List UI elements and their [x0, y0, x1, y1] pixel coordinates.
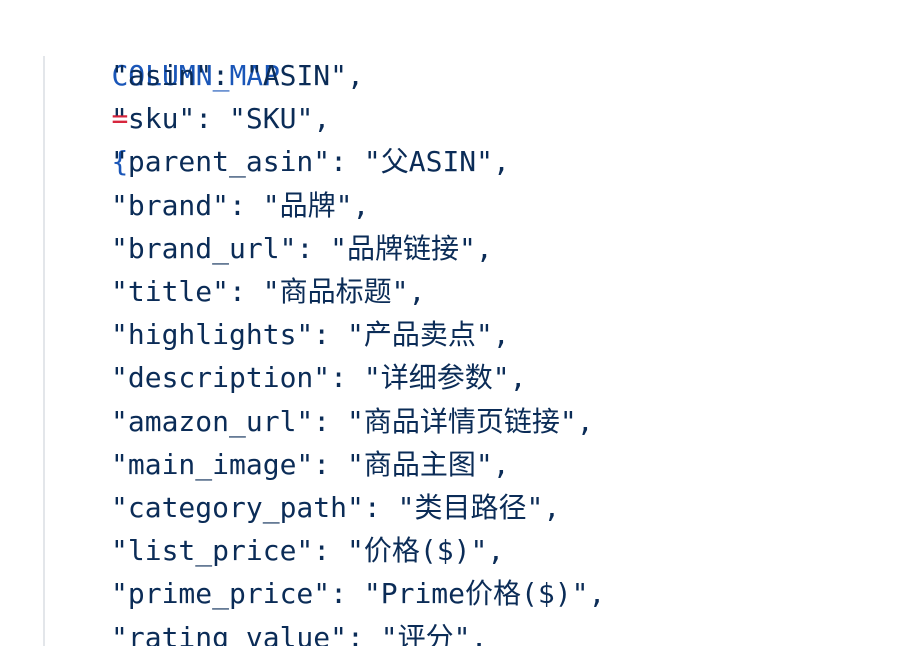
dict-value: "商品标题": [262, 275, 409, 308]
dict-value: "详细参数": [363, 361, 510, 395]
dict-key: "title": [111, 275, 230, 308]
dict-key: "parent_asin": [111, 145, 331, 179]
dict-value: "商品主图": [347, 447, 493, 481]
dict-value: "ASIN": [245, 59, 348, 92]
code-line-entry: "amazon_url": "商品详情页链接",: [111, 400, 594, 443]
indent-guide: [43, 56, 45, 646]
trailing-comma: ,: [543, 491, 561, 524]
trailing-comma: ,: [493, 145, 510, 179]
code-line-entry: "list_price": "价格($)",: [111, 529, 504, 572]
dict-key: "asin": [111, 59, 213, 92]
dict-value: "价格($)": [347, 534, 488, 568]
key-value-separator: :: [229, 275, 263, 308]
code-line-entry: "brand_url": "品牌链接",: [111, 227, 493, 270]
key-value-separator: :: [212, 59, 246, 92]
key-value-separator: :: [195, 102, 230, 136]
dict-value: "父ASIN": [363, 145, 494, 179]
dict-key: "prime_price": [111, 577, 331, 611]
variable-name: COLUMN_MAP: [111, 59, 281, 92]
trailing-comma: ,: [313, 102, 331, 136]
key-value-separator: :: [330, 145, 364, 179]
trailing-comma: ,: [492, 447, 510, 481]
key-value-separator: :: [347, 620, 381, 646]
dict-key: "highlights": [111, 318, 314, 352]
key-value-separator: :: [229, 188, 263, 222]
code-line-entry: "prime_price": "Prime价格($)",: [111, 572, 605, 615]
trailing-comma: ,: [470, 620, 488, 646]
key-value-separator: :: [313, 447, 348, 481]
dict-key: "main_image": [111, 447, 314, 481]
code-line-header: COLUMN_MAP = {: [44, 11, 280, 178]
dict-key: "rating_value": [111, 620, 348, 646]
dict-value: "评分": [380, 620, 471, 646]
trailing-comma: ,: [492, 318, 510, 352]
code-line-entry: "sku": "SKU",: [111, 97, 330, 140]
key-value-separator: :: [330, 361, 364, 395]
dict-value: "产品卖点": [347, 318, 493, 352]
code-line-entry: "brand": "品牌",: [111, 184, 369, 227]
dict-key: "sku": [111, 102, 196, 136]
trailing-comma: ,: [347, 59, 364, 92]
dict-value: "Prime价格($)": [363, 577, 589, 611]
code-line-entry: "description": "详细参数",: [111, 356, 526, 399]
dict-value: "SKU": [229, 102, 314, 136]
code-line-entry: "highlights": "产品卖点",: [111, 313, 510, 356]
key-value-separator: :: [313, 534, 348, 568]
dict-key: "list_price": [111, 534, 314, 568]
code-line-entry: "main_image": "商品主图",: [111, 443, 510, 486]
key-value-separator: :: [330, 577, 364, 611]
dict-key: "amazon_url": [111, 404, 314, 438]
code-line-entry: "parent_asin": "父ASIN",: [111, 140, 510, 183]
key-value-separator: :: [296, 231, 331, 265]
trailing-comma: ,: [576, 404, 594, 438]
trailing-comma: ,: [352, 188, 370, 222]
code-line-entry: "category_path": "类目路径",: [111, 486, 560, 529]
key-value-separator: :: [313, 318, 348, 352]
key-value-separator: :: [363, 491, 398, 524]
dict-key: "description": [111, 361, 331, 395]
dict-key: "category_path": [111, 491, 364, 524]
trailing-comma: ,: [475, 231, 493, 265]
assignment-operator: =: [111, 102, 129, 135]
code-line-entry: "title": "商品标题",: [111, 270, 425, 313]
trailing-comma: ,: [509, 361, 527, 395]
dict-key: "brand": [111, 188, 230, 222]
code-line-entry: "rating_value": "评分",: [111, 616, 487, 646]
key-value-separator: :: [313, 404, 348, 438]
trailing-comma: ,: [408, 275, 426, 308]
trailing-comma: ,: [588, 577, 606, 611]
open-brace: {: [111, 145, 129, 178]
dict-value: "类目路径": [397, 491, 544, 524]
dict-key: "brand_url": [111, 231, 297, 265]
code-line-entry: "asin": "ASIN",: [111, 54, 364, 97]
dict-value: "商品详情页链接": [347, 404, 577, 438]
dict-value: "品牌": [262, 188, 353, 222]
trailing-comma: ,: [487, 534, 505, 568]
dict-value: "品牌链接": [330, 231, 476, 265]
